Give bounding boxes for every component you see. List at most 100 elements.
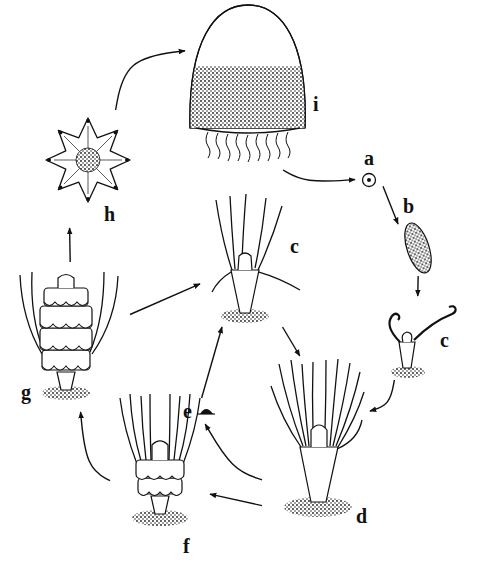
egg-figure-part — [363, 174, 376, 187]
stage-box: i — [185, 2, 325, 170]
ephyra-figure-part-part — [59, 131, 63, 135]
ephyra-figure-part-part — [114, 186, 118, 190]
stage-letter: g — [21, 382, 31, 402]
polyp-figure-part-part — [259, 272, 300, 290]
stage-letter: i — [313, 94, 319, 114]
polyp-figure-part-part — [216, 200, 232, 270]
early-strobila-figure-part-part — [141, 396, 146, 460]
medusa-figure-part-part — [206, 132, 210, 158]
cycle-arrow — [81, 412, 110, 481]
scyphistoma-figure-part-part — [338, 392, 364, 447]
ephyra-figure-part-part — [114, 131, 118, 135]
young-polyp-figure — [390, 306, 456, 378]
scyphistoma-figure-part — [271, 359, 364, 449]
strobila-figure-part — [40, 324, 92, 328]
early-strobila-figure-part-part — [183, 398, 200, 464]
strobila-figure-part — [40, 328, 92, 350]
scyphistoma-figure-part-part — [325, 360, 326, 430]
strobila-figure-part — [42, 366, 90, 370]
early-strobila-figure — [120, 394, 200, 526]
strobila-figure-part — [58, 275, 74, 289]
stage-box: a — [355, 148, 383, 193]
medusa-figure — [185, 5, 310, 162]
medusa-figure-part — [185, 66, 310, 130]
cycle-arrow — [383, 186, 398, 224]
ephyra-figure-part-part — [88, 172, 89, 194]
stage-letter: d — [356, 506, 367, 526]
medusa-figure-part-part — [226, 134, 230, 161]
cycle-arrow — [202, 327, 222, 398]
stage-letter: f — [183, 536, 190, 556]
stage-letter: c — [290, 236, 299, 256]
polyp-figure — [212, 194, 300, 323]
early-strobila-figure-part — [151, 496, 169, 514]
polyp-figure-part-part — [258, 206, 282, 270]
ephyra-figure-part-part — [97, 136, 113, 152]
early-strobila-figure-part-part — [150, 394, 151, 460]
strobila-figure-part-part — [20, 275, 42, 354]
scyphistoma-figure-part-part — [291, 360, 306, 446]
medusa-figure-part-part — [236, 134, 240, 161]
strobila-figure-part — [40, 346, 92, 350]
polyp-figure-part-part — [255, 198, 266, 268]
stage-box: f — [110, 390, 210, 558]
cycle-arrow — [205, 424, 262, 480]
cycle-arrow — [370, 380, 394, 411]
egg-figure — [363, 174, 376, 187]
early-strobila-figure-part-part — [174, 396, 180, 460]
medusa-figure-part — [206, 132, 290, 162]
scyphistoma-figure-part-part — [337, 420, 362, 449]
medusa-figure-part-part — [266, 134, 270, 161]
cycle-arrow — [417, 276, 419, 296]
ephyra-figure-part-part — [47, 158, 51, 162]
young-polyp-figure-part — [414, 306, 456, 340]
polyp-figure-part — [238, 253, 252, 270]
medusa-figure-part-part — [246, 135, 250, 162]
stage-box: b — [398, 196, 436, 276]
bud-figure-part — [197, 413, 215, 414]
scyphistoma-figure-part-part — [279, 364, 303, 446]
ephyra-figure-part-part — [97, 169, 113, 185]
strobila-figure-part-part — [92, 276, 118, 354]
polyp-figure-part-part — [242, 194, 246, 262]
ephyra-figure-part-part — [59, 186, 63, 190]
ephyra-figure-part-part — [86, 197, 90, 201]
medusa-figure-part-part — [256, 134, 260, 161]
bud-figure — [197, 409, 215, 414]
ephyra-figure-part — [47, 119, 129, 201]
strobila-figure-part — [44, 288, 88, 306]
scyphistoma-figure-part-part — [302, 364, 309, 446]
young-polyp-figure-part — [402, 332, 412, 342]
medusa-figure-part-part — [286, 132, 290, 158]
stage-letter: c — [440, 330, 449, 350]
ephyra-figure-part-part — [125, 158, 129, 162]
planula-figure-part — [400, 220, 437, 276]
young-polyp-figure-part — [390, 314, 400, 342]
strobila-figure-part — [20, 272, 118, 354]
stage-letter: h — [104, 204, 115, 224]
cycle-arrow — [116, 51, 185, 110]
ephyra-figure — [46, 118, 130, 202]
strobila-figure-part — [42, 350, 90, 370]
strobila-figure — [20, 272, 118, 400]
stage-box: e — [180, 398, 216, 424]
scyphistoma-figure-part-part — [312, 362, 314, 430]
planula-figure — [400, 220, 437, 276]
ephyra-figure-part-part — [54, 160, 76, 161]
scyphistoma-figure-part — [300, 447, 338, 502]
polyp-figure-part-part — [230, 196, 235, 269]
ephyra-figure-part-part — [100, 160, 122, 161]
ephyra-figure-part-part — [86, 119, 90, 123]
early-strobila-figure-part-part — [169, 394, 170, 460]
stage-letter: a — [364, 148, 374, 168]
ephyra-figure-part-part — [64, 169, 80, 185]
young-polyp-figure-part — [399, 342, 415, 368]
cycle-arrow — [69, 228, 71, 262]
medusa-figure-part-part — [276, 133, 280, 159]
cycle-arrow — [130, 284, 200, 315]
ephyra-figure-part — [54, 126, 122, 194]
strobila-figure-part — [44, 302, 88, 306]
stage-letter: b — [403, 196, 414, 216]
